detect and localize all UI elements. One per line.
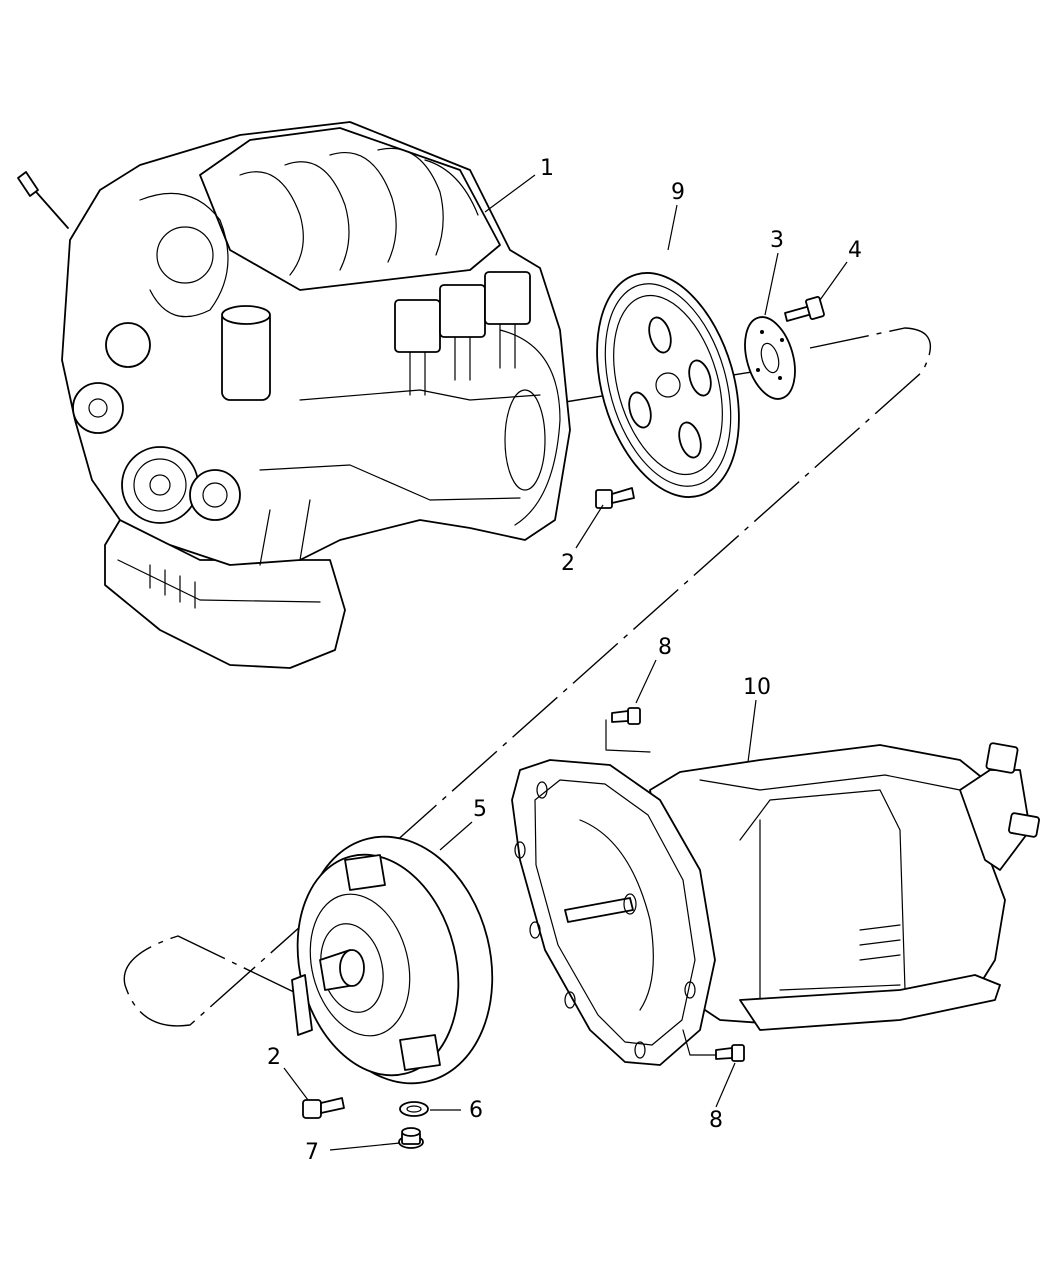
- callout-2-upper: 2: [561, 551, 575, 576]
- callout-3: 3: [770, 228, 784, 253]
- water-pump-pulley: [72, 382, 124, 434]
- crank-pulley: [121, 446, 199, 524]
- callout-7: 7: [305, 1140, 319, 1165]
- callout-labels: 1 9 3 4 2 8 10 5 2 6 7 8: [267, 156, 862, 1165]
- bolt-4: [784, 296, 825, 322]
- transmission-assembly: [511, 742, 1040, 1066]
- leader-lines: [283, 174, 848, 1151]
- drain-plug-7: [398, 1127, 424, 1149]
- bolt-2-upper: [595, 487, 635, 509]
- converter-lug-left: [291, 974, 313, 1036]
- ignition-coil-1: [394, 299, 441, 353]
- input-shaft: [564, 897, 634, 923]
- bolt-8-lower: [715, 1044, 745, 1062]
- ignition-coil-3: [484, 271, 531, 325]
- callout-6: 6: [469, 1098, 483, 1123]
- callout-8-upper: 8: [658, 635, 672, 660]
- ignition-coil-2: [439, 284, 486, 338]
- torque-converter: [291, 835, 494, 1085]
- assembly-centerline: [123, 327, 932, 1027]
- bolt-8-upper: [611, 707, 641, 725]
- converter-lug-bottom: [399, 1034, 441, 1071]
- callout-4: 4: [848, 238, 862, 263]
- adapter-plate: [744, 316, 796, 400]
- callout-1: 1: [540, 156, 554, 181]
- callout-2-lower: 2: [267, 1045, 281, 1070]
- idler-pulley: [189, 469, 241, 521]
- transmission-case: [649, 744, 1006, 1026]
- washer-6: [399, 1101, 429, 1117]
- callout-8-lower: 8: [709, 1108, 723, 1133]
- converter-lug-top: [344, 854, 386, 891]
- transmission-pan: [739, 974, 1001, 1031]
- tensioner-pulley: [105, 322, 151, 368]
- callout-10: 10: [743, 675, 771, 700]
- intake-manifold: [199, 127, 501, 291]
- callout-9: 9: [671, 180, 685, 205]
- engine-assembly: [17, 121, 571, 669]
- callout-5: 5: [473, 797, 487, 822]
- bolt-2-lower: [302, 1097, 345, 1119]
- flexplate: [596, 272, 740, 498]
